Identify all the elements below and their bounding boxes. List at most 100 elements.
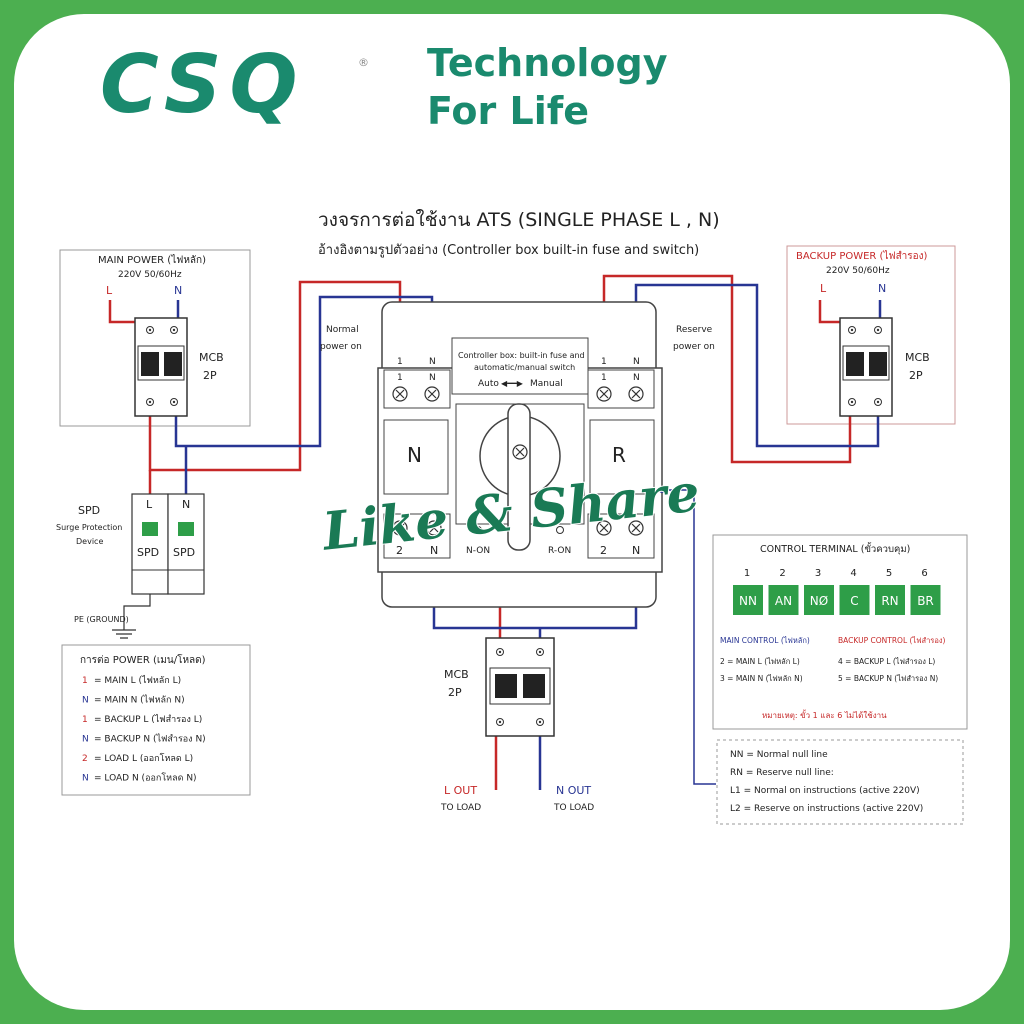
term-bottom-n-main: N — [430, 544, 438, 557]
control-terminal-box — [712, 534, 968, 730]
terminal-number: 2 — [779, 568, 785, 579]
connection-key: 1 — [82, 676, 88, 686]
terminal-cell — [875, 585, 905, 615]
ats-device — [377, 301, 663, 608]
term-top-n-backup-in: N — [633, 373, 640, 383]
l-out-label: L OUT — [444, 784, 477, 797]
backup-mcb-label: MCB — [905, 351, 930, 364]
auto-manual-arrow: ◀━━▶ — [501, 379, 524, 388]
main-mcb — [134, 317, 188, 417]
terminal-code: NØ — [810, 594, 828, 608]
terminal-cell — [804, 585, 834, 615]
spd-unit-1: SPD — [137, 546, 159, 559]
logo: CSQ — [100, 38, 305, 131]
r-on-label: R-ON — [548, 546, 571, 556]
connection-key: N — [82, 696, 89, 706]
connection-value: = LOAD L (ออกโหลด L) — [94, 753, 193, 764]
main-control-row-1: 2 = MAIN L (ไฟหลัก L) — [720, 657, 800, 666]
load-mcb — [485, 637, 555, 737]
main-l-label: L — [106, 284, 113, 297]
legend-box — [716, 739, 964, 825]
reserve-label-1: Reserve — [676, 325, 713, 335]
tagline-2: For Life — [427, 89, 589, 133]
connection-key: N — [82, 774, 89, 784]
term-top-1-main-in: 1 — [397, 373, 403, 383]
connection-value: = BACKUP N (ไฟสำรอง N) — [94, 734, 206, 745]
main-mcb-poles: 2P — [203, 369, 217, 382]
terminal-number: 1 — [744, 568, 750, 579]
backup-power-title: BACKUP POWER (ไฟสำรอง) — [796, 250, 928, 262]
backup-n-label: N — [878, 282, 886, 295]
term-top-1-main: 1 — [397, 357, 403, 367]
terminal-cell — [910, 585, 941, 615]
tagline-1: Technology — [427, 41, 668, 85]
backup-power-box — [786, 245, 956, 425]
terminal-cell — [768, 585, 799, 615]
n-out-label: N OUT — [556, 784, 591, 797]
manual-label: Manual — [530, 379, 563, 389]
connections-title: การต่อ POWER (เมน/โหลด) — [80, 653, 206, 666]
controller-text-1: Controller box: built-in fuse and — [458, 351, 585, 360]
backup-control-title: BACKUP CONTROL (ไฟสำรอง) — [838, 636, 945, 645]
term-bottom-2-backup: 2 — [600, 544, 607, 557]
spd-module — [112, 493, 205, 639]
spd-desc-2: Device — [76, 537, 103, 546]
terminal-code: NN — [739, 594, 757, 608]
legend-row-2: RN = Reserve null line: — [730, 768, 834, 778]
term-top-1-backup-in: 1 — [601, 373, 607, 383]
legend-row-1: NN = Normal null line — [730, 750, 828, 760]
term-bottom-n-backup: N — [632, 544, 640, 557]
control-terminal-title: CONTROL TERMINAL (ขั้วควบคุม) — [760, 542, 910, 555]
terminal-number: 4 — [850, 568, 856, 579]
legend-row-3: L1 = Normal on instructions (active 220V… — [730, 786, 920, 796]
connection-key: 2 — [82, 754, 88, 764]
main-control-title: MAIN CONTROL (ไฟหลัก) — [720, 636, 810, 645]
control-note: หมายเหตุ: ขั้ว 1 และ 6 ไม่ได้ใช้งาน — [762, 709, 887, 720]
spd-l-label: L — [146, 498, 153, 511]
main-mcb-label: MCB — [199, 351, 224, 364]
connection-value: = MAIN N (ไฟหลัก N) — [94, 695, 185, 706]
term-top-1-backup: 1 — [601, 357, 607, 367]
spd-n-label: N — [182, 498, 190, 511]
terminal-number: 5 — [886, 568, 892, 579]
main-power-spec: 220V 50/60Hz — [118, 270, 182, 280]
spd-desc-1: Surge Protection — [56, 523, 122, 532]
terminal-number: 3 — [815, 568, 821, 579]
backup-power-spec: 220V 50/60Hz — [826, 266, 890, 276]
backup-mcb — [839, 317, 893, 417]
pe-ground-label: PE (GROUND) — [74, 615, 129, 624]
normal-label-2: power on — [320, 342, 362, 352]
connections-box — [61, 644, 251, 796]
term-top-n-main-in: N — [429, 373, 436, 383]
ats-side-terminal — [659, 487, 665, 493]
logo-mark: ® — [358, 56, 369, 69]
spd-unit-2: SPD — [173, 546, 195, 559]
connection-value: = LOAD N (ออกโหลด N) — [94, 773, 197, 784]
legend-row-4: L2 = Reserve on instructions (active 220… — [730, 804, 923, 814]
backup-control-row-2: 5 = BACKUP N (ไฟสำรอง N) — [838, 674, 938, 683]
backup-l-label: L — [820, 282, 827, 295]
terminal-code: BR — [917, 594, 934, 608]
diagram-title: วงจรการต่อใช้งาน ATS (SINGLE PHASE L , N… — [318, 209, 720, 231]
ats-r-label: R — [612, 443, 626, 467]
normal-label-1: Normal — [326, 325, 359, 335]
backup-control-row-1: 4 = BACKUP L (ไฟสำรอง L) — [838, 657, 935, 666]
controller-text-2: automatic/manual switch — [474, 363, 575, 372]
terminal-cell — [733, 585, 763, 615]
main-control-row-2: 3 = MAIN N (ไฟหลัก N) — [720, 674, 803, 683]
ats-n-label: N — [407, 443, 422, 467]
backup-mcb-poles: 2P — [909, 369, 923, 382]
n-on-label: N-ON — [466, 546, 490, 556]
spd-title: SPD — [78, 504, 100, 517]
terminal-code: C — [850, 594, 858, 608]
terminal-number: 6 — [921, 568, 927, 579]
terminal-code: RN — [881, 594, 898, 608]
main-power-title: MAIN POWER (ไฟหลัก) — [98, 254, 206, 266]
diagram-subtitle: อ้างอิงตามรูปตัวอย่าง (Controller box bu… — [318, 243, 699, 258]
term-top-n-backup: N — [633, 357, 640, 367]
connection-key: N — [82, 735, 89, 745]
main-n-label: N — [174, 284, 182, 297]
auto-label: Auto — [478, 379, 499, 389]
